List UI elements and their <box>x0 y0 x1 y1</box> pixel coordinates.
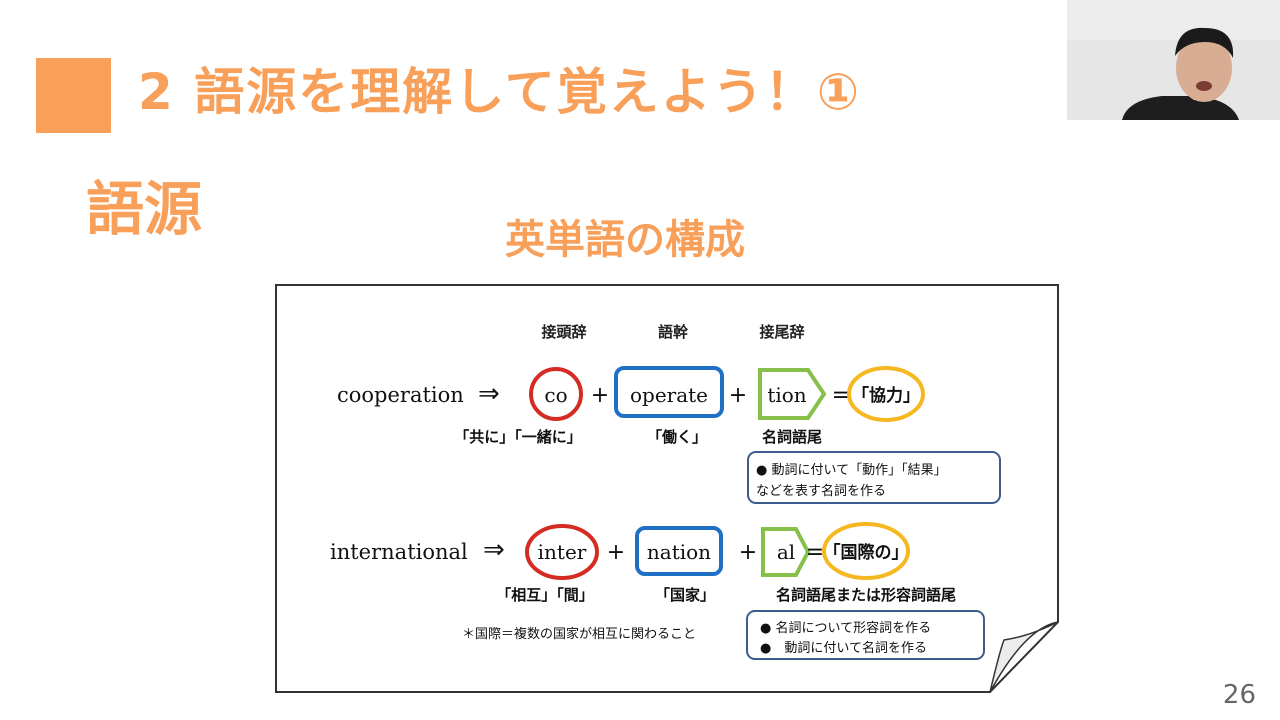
row1-word: cooperation <box>337 383 464 407</box>
row1-stem: operate <box>630 383 708 407</box>
row1-arrow: ⇒ <box>478 379 500 409</box>
row2-footnote: ＊国際＝複数の国家が相互に関わること <box>462 626 696 642</box>
prefix-column-label: 接頭辞 <box>541 323 586 341</box>
row1-suffix-meaning: 名詞語尾 <box>762 428 822 446</box>
row2-stem: nation <box>647 540 711 564</box>
row2-suffix-tag <box>761 527 811 577</box>
row2-stem-box <box>635 526 723 576</box>
row1-note-box <box>747 451 1001 504</box>
row2-stem-meaning: 「国家」 <box>655 586 715 604</box>
row2-suffix: al <box>777 540 795 564</box>
row1-suffix-tag <box>758 368 827 420</box>
row2-word: international <box>330 540 468 564</box>
suffix-column-label: 接尾辞 <box>759 323 804 341</box>
section-heading: 語源 <box>86 175 203 243</box>
row1-prefix: co <box>544 383 567 407</box>
row2-equals: = <box>806 540 824 565</box>
row2-note-line2: ● 動詞に付いて名詞を作る <box>760 640 927 656</box>
title-accent-square <box>36 58 111 133</box>
row2-meaning-oval <box>822 522 910 580</box>
row1-stem-meaning: 「働く」 <box>647 428 707 446</box>
paper-fold <box>989 621 1059 693</box>
row1-prefix-circle <box>529 367 583 421</box>
row2-suffix-meaning: 名詞語尾または形容詞語尾 <box>776 586 956 604</box>
row1-plus2: + <box>729 383 747 408</box>
row2-meaning: 「国際の」 <box>824 542 909 563</box>
diagram-heading: 英単語の構成 <box>505 217 745 263</box>
person-video-icon <box>1067 0 1280 120</box>
row1-meaning-oval <box>847 366 925 422</box>
row1-note-line1: ● 動詞に付いて「動作」「結果」 <box>756 463 947 478</box>
stem-column-label: 語幹 <box>658 323 689 341</box>
row1-plus1: + <box>591 383 609 408</box>
row2-prefix: inter <box>538 540 587 564</box>
row2-prefix-circle <box>525 524 599 580</box>
row1-stem-box <box>614 366 724 418</box>
row1-meaning: 「協力」 <box>852 385 920 406</box>
row1-note-line2: などを表す名詞を作る <box>756 483 886 499</box>
webcam-video <box>1067 0 1280 120</box>
row2-prefix-meaning: 「相互」「間」 <box>496 586 594 604</box>
slide-title: 2 語源を理解して覚えよう！① <box>138 63 862 121</box>
paper-sheet <box>275 284 1059 693</box>
row2-plus2: + <box>739 540 757 565</box>
row1-suffix: tion <box>767 383 806 407</box>
row1-equals: = <box>832 383 850 408</box>
row2-note-box <box>746 610 985 660</box>
row2-plus1: + <box>607 540 625 565</box>
row2-note-line1: ● 名詞について形容詞を作る <box>760 620 931 636</box>
page-number: 26 <box>1222 680 1256 710</box>
row2-arrow: ⇒ <box>483 535 505 565</box>
row1-prefix-meaning: 「共に」「一緒に」 <box>454 428 582 446</box>
